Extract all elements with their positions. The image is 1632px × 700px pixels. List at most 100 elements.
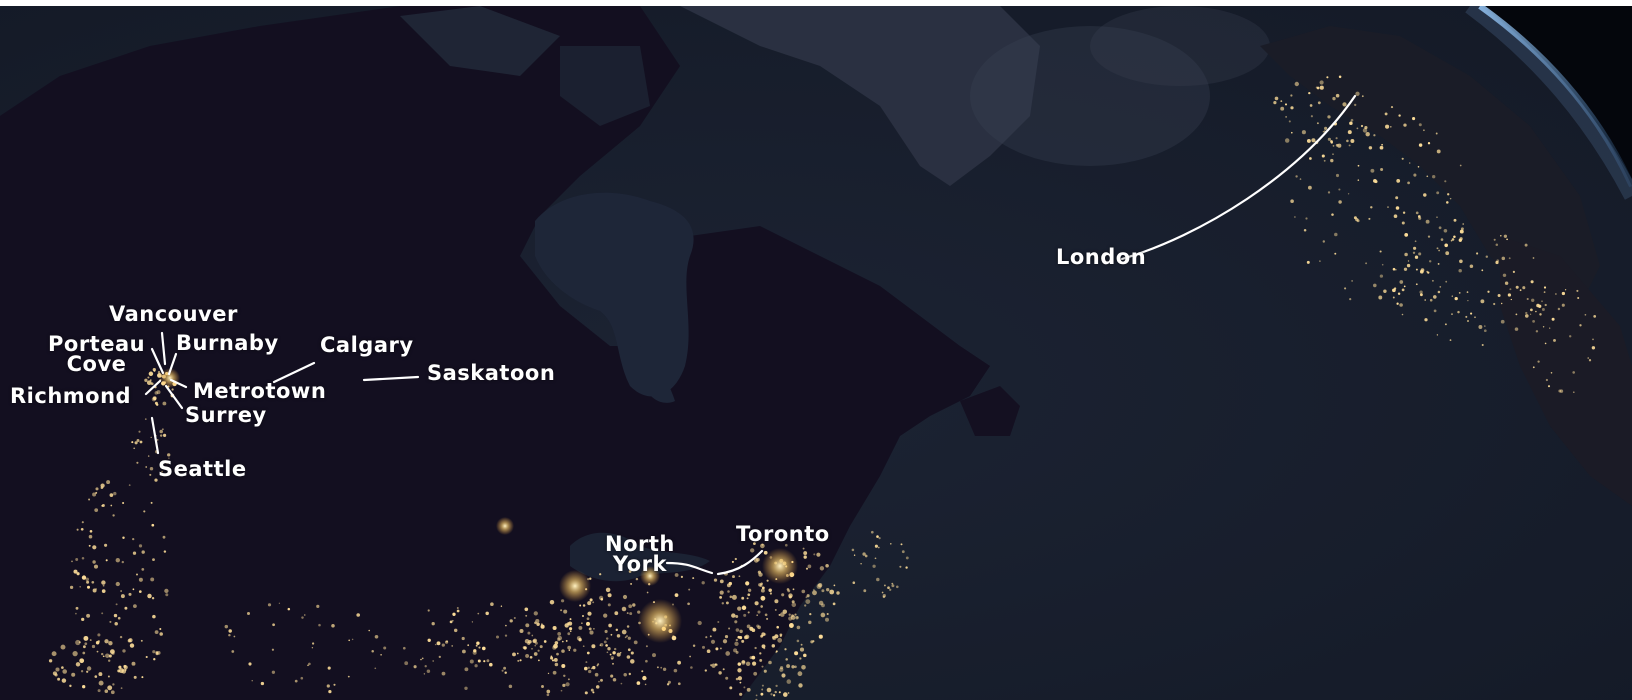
city-light xyxy=(55,667,60,672)
city-light xyxy=(565,639,568,642)
city-light xyxy=(1335,173,1340,178)
city-light xyxy=(1500,302,1503,305)
city-light xyxy=(1346,139,1349,143)
city-light xyxy=(808,620,812,625)
city-light xyxy=(141,676,144,679)
city-light xyxy=(735,638,738,642)
city-light xyxy=(522,646,526,649)
city-light xyxy=(127,638,132,643)
city-light xyxy=(1413,246,1417,250)
city-light xyxy=(1526,297,1529,301)
city-light xyxy=(901,550,905,554)
city-light xyxy=(145,466,148,468)
city-light xyxy=(587,601,592,606)
city-light xyxy=(432,660,435,662)
city-light xyxy=(1536,303,1540,308)
city-light xyxy=(92,492,97,497)
city-light xyxy=(147,376,150,379)
city-light xyxy=(604,629,608,634)
city-light xyxy=(531,634,534,637)
city-light xyxy=(587,666,590,669)
city-light xyxy=(456,607,459,609)
city-light xyxy=(778,691,781,694)
city-light xyxy=(278,602,281,604)
city-light xyxy=(1469,264,1474,269)
city-light xyxy=(473,649,477,653)
city-light xyxy=(561,599,565,603)
city-light xyxy=(787,692,790,694)
city-light xyxy=(1327,137,1331,141)
city-light xyxy=(475,644,478,647)
city-light xyxy=(705,636,708,639)
city-light xyxy=(1438,249,1440,252)
city-light xyxy=(610,674,614,678)
city-light xyxy=(1364,126,1368,130)
city-label-burnaby: Burnaby xyxy=(176,331,279,355)
city-light xyxy=(763,669,767,673)
city-light xyxy=(737,606,742,611)
city-light xyxy=(159,434,163,437)
city-light xyxy=(51,651,57,657)
city-light xyxy=(1392,288,1396,293)
city-light xyxy=(1572,391,1575,394)
city-light xyxy=(441,671,446,676)
city-light xyxy=(732,575,735,579)
city-light xyxy=(586,617,590,621)
city-light xyxy=(616,634,621,638)
city-light xyxy=(1365,132,1370,137)
city-light xyxy=(794,613,797,616)
city-light xyxy=(746,597,749,600)
city-light xyxy=(760,634,764,638)
city-light xyxy=(612,677,617,682)
city-light xyxy=(1415,211,1419,215)
city-light xyxy=(774,690,777,694)
city-light xyxy=(82,685,86,689)
city-light xyxy=(85,577,90,582)
city-light xyxy=(1379,145,1384,150)
city-light xyxy=(1547,385,1551,388)
city-light xyxy=(300,676,304,680)
city-light xyxy=(557,637,561,642)
city-light xyxy=(734,641,739,646)
city-light xyxy=(1335,137,1338,140)
city-light xyxy=(1550,372,1553,374)
city-light xyxy=(167,453,171,457)
city-light xyxy=(1495,243,1499,247)
city-light xyxy=(115,603,118,606)
city-light xyxy=(1524,314,1529,318)
city-light xyxy=(579,604,582,607)
city-light xyxy=(1569,335,1572,338)
city-light xyxy=(1420,293,1423,297)
city-light xyxy=(98,672,103,677)
city-light xyxy=(1532,320,1535,323)
city-light xyxy=(821,589,825,593)
city-light xyxy=(1431,279,1434,282)
city-light xyxy=(122,536,125,539)
city-light xyxy=(735,677,739,681)
city-light xyxy=(1446,201,1449,204)
city-light xyxy=(69,684,72,688)
city-light xyxy=(71,672,76,677)
city-light xyxy=(1497,293,1501,298)
city-light xyxy=(413,665,417,669)
city-light xyxy=(667,680,671,684)
city-light xyxy=(729,595,733,599)
city-light xyxy=(89,639,92,642)
city-light xyxy=(1579,324,1582,327)
city-light xyxy=(833,584,836,587)
city-light xyxy=(527,631,531,635)
city-light xyxy=(1507,293,1512,297)
city-label-london: London xyxy=(1056,245,1147,269)
city-light xyxy=(1493,238,1496,241)
city-light xyxy=(504,634,508,637)
city-light xyxy=(519,629,524,633)
city-light xyxy=(727,590,730,593)
city-light xyxy=(150,501,153,504)
city-light xyxy=(1418,123,1422,127)
city-light xyxy=(1321,154,1325,158)
city-light xyxy=(527,641,531,645)
city-light xyxy=(1591,346,1596,350)
city-light xyxy=(806,594,810,598)
city-light xyxy=(540,624,545,629)
city-light xyxy=(1307,185,1312,190)
